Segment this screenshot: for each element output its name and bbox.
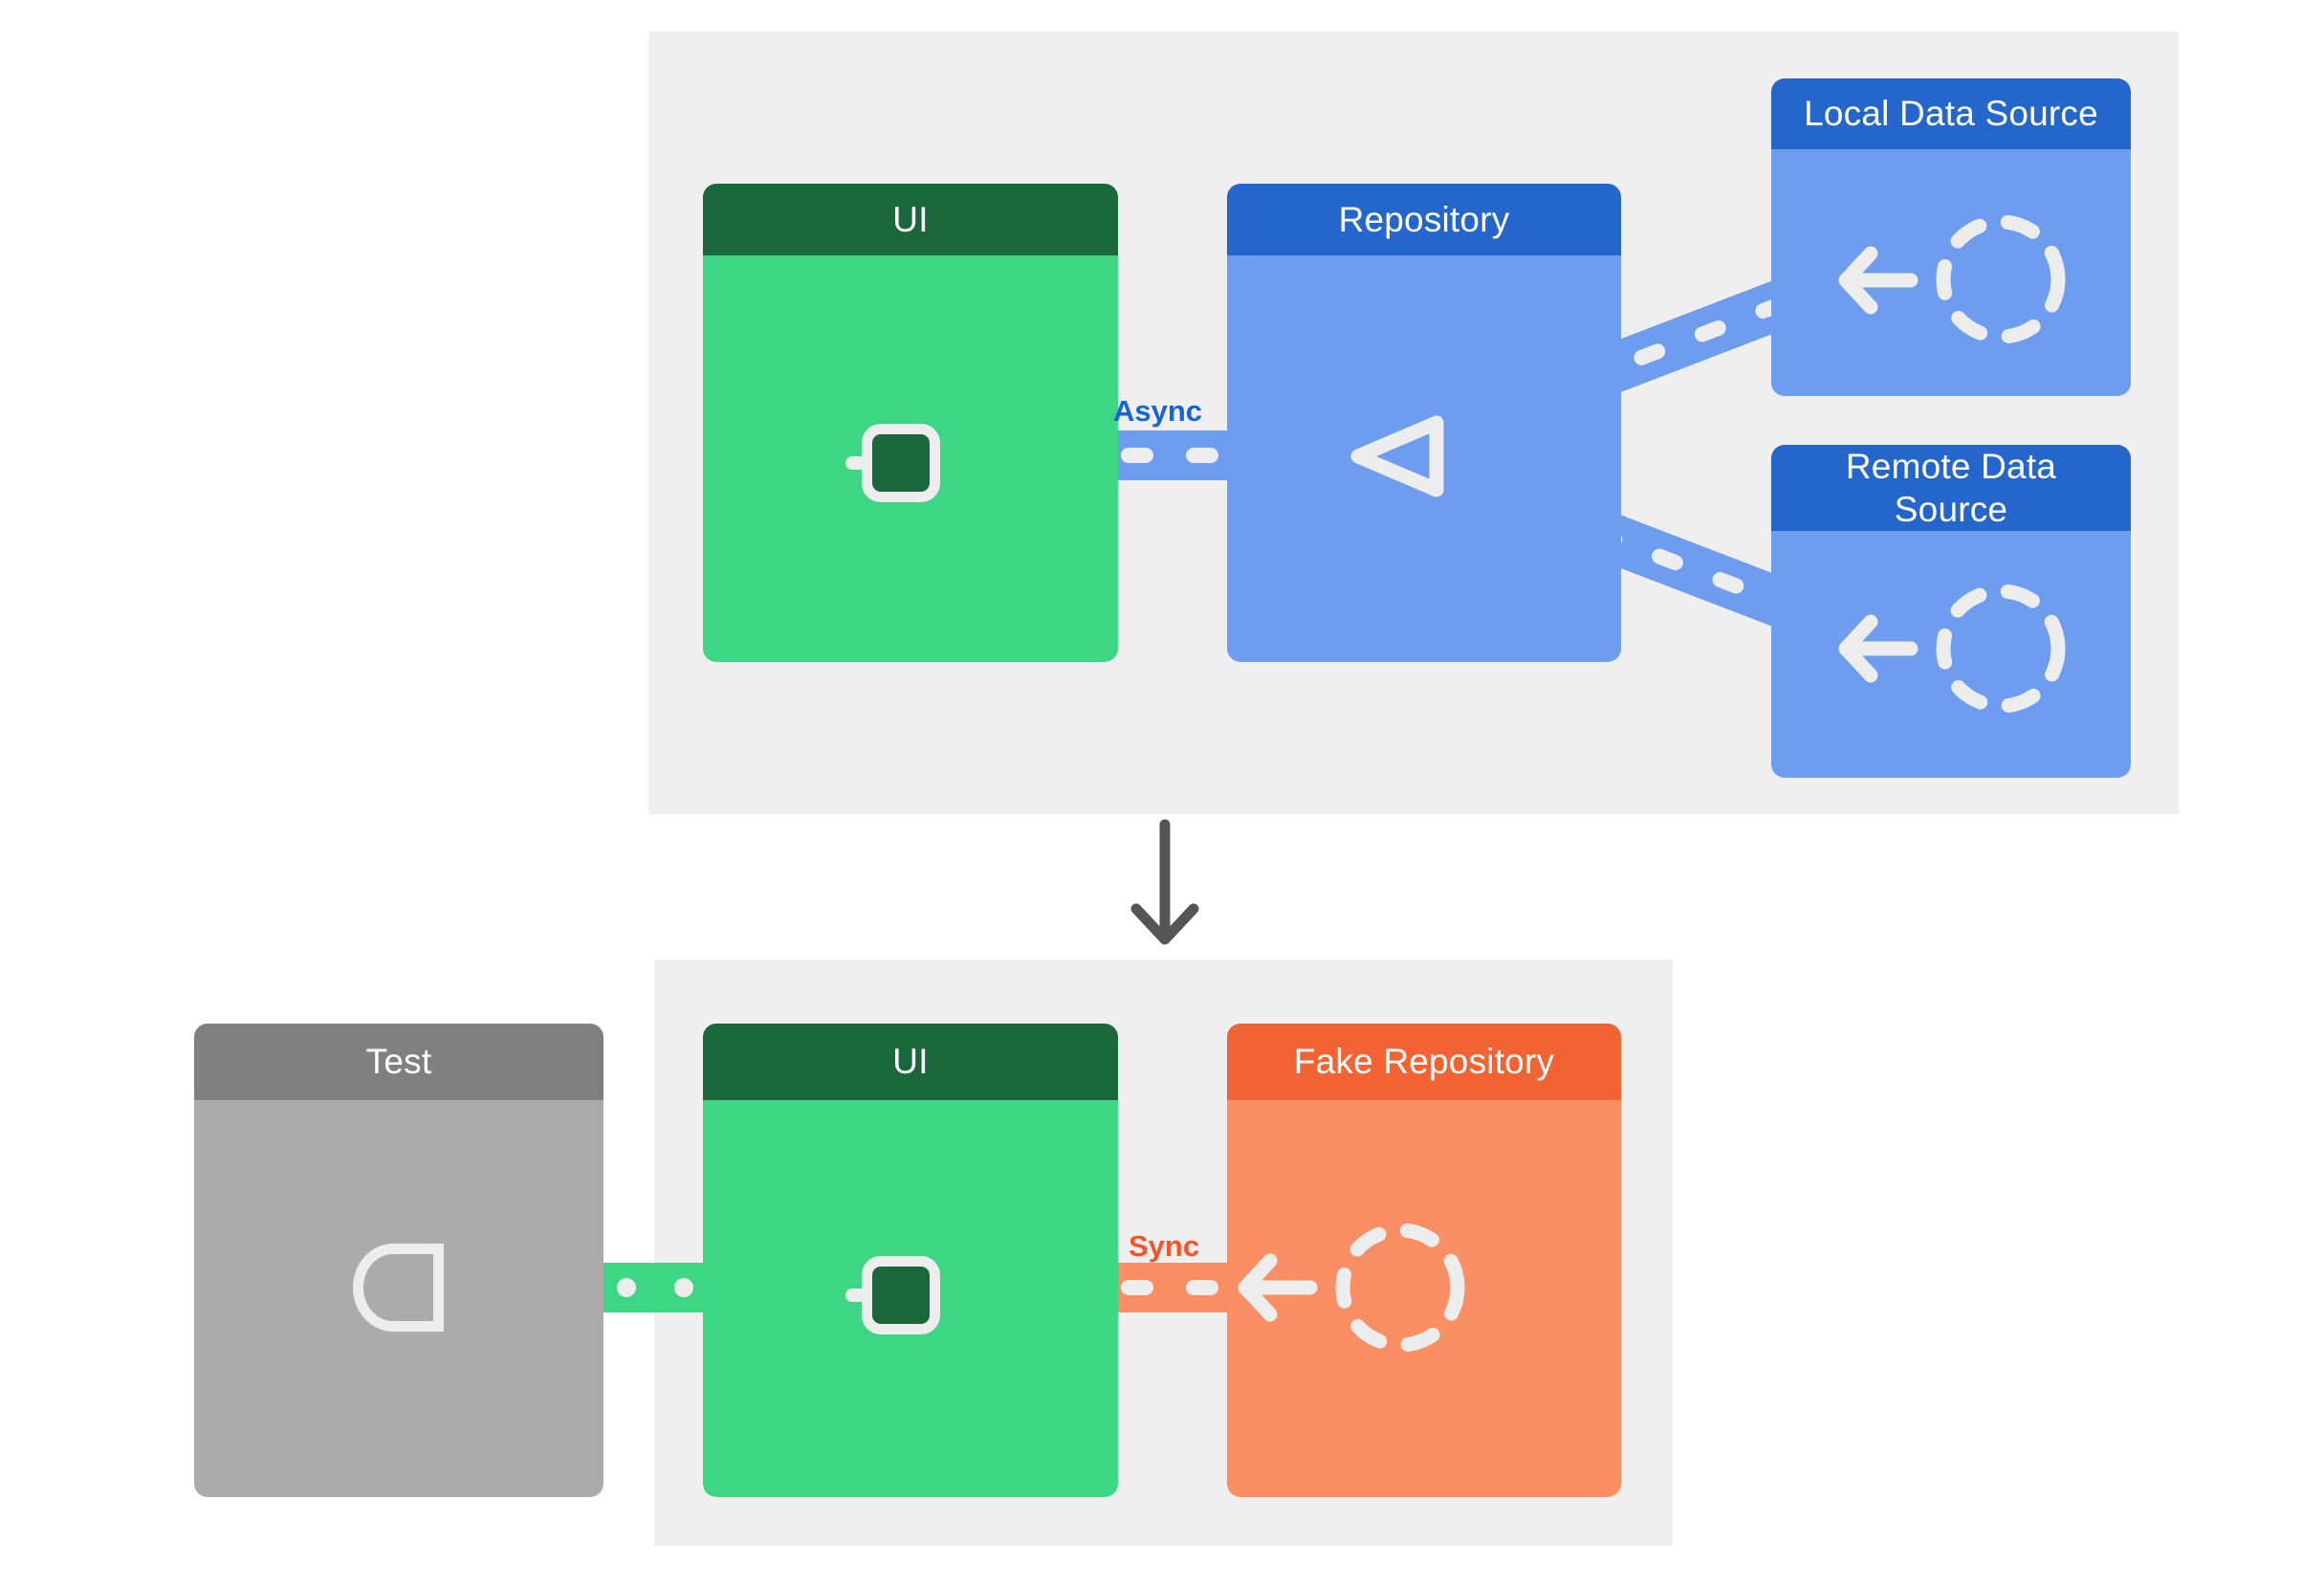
- edge-label-sync: Sync: [1129, 1229, 1200, 1263]
- plug-icon: [862, 1256, 940, 1334]
- plug-nub-left: [845, 456, 866, 470]
- node-ui-production-title: UI: [703, 184, 1118, 255]
- node-fake-repository-title: Fake Repository: [1227, 1024, 1621, 1100]
- play-triangle-icon: [1350, 415, 1444, 497]
- left-arrow-icon: [1838, 614, 1918, 683]
- down-arrow-icon: [1130, 819, 1199, 945]
- node-repository-body: [1227, 255, 1621, 662]
- node-local-data-source-title: Local Data Source: [1771, 78, 2131, 149]
- node-remote-data-source[interactable]: Remote Data Source: [1771, 445, 2131, 778]
- node-repository[interactable]: Repository: [1227, 184, 1621, 662]
- edge-label-async: Async: [1113, 394, 1203, 428]
- left-arrow-icon: [1238, 1253, 1318, 1322]
- node-remote-data-source-body: [1771, 531, 2131, 778]
- node-ui-test-title: UI: [703, 1024, 1118, 1100]
- node-test-title: Test: [194, 1024, 603, 1100]
- node-local-data-source[interactable]: Local Data Source: [1771, 78, 2131, 396]
- node-local-data-source-body: [1771, 149, 2131, 396]
- dashed-circle-icon: [1936, 214, 2066, 344]
- node-remote-data-source-title: Remote Data Source: [1771, 445, 2131, 531]
- node-ui-production[interactable]: UI: [703, 184, 1118, 662]
- node-remote-data-source-title-line2: Source: [1894, 490, 2008, 529]
- dashed-circle-icon: [1335, 1223, 1465, 1353]
- left-arrow-icon: [1838, 246, 1918, 315]
- dashed-circle-icon: [1936, 584, 2066, 714]
- node-remote-data-source-title-line1: Remote Data: [1845, 446, 2057, 486]
- plug-icon: [862, 424, 940, 502]
- plug-nub-left: [845, 1289, 866, 1302]
- node-repository-title: Repository: [1227, 184, 1621, 255]
- node-fake-repository[interactable]: Fake Repository: [1227, 1024, 1621, 1497]
- node-fake-repository-body: [1227, 1100, 1621, 1497]
- socket-icon: [353, 1244, 444, 1332]
